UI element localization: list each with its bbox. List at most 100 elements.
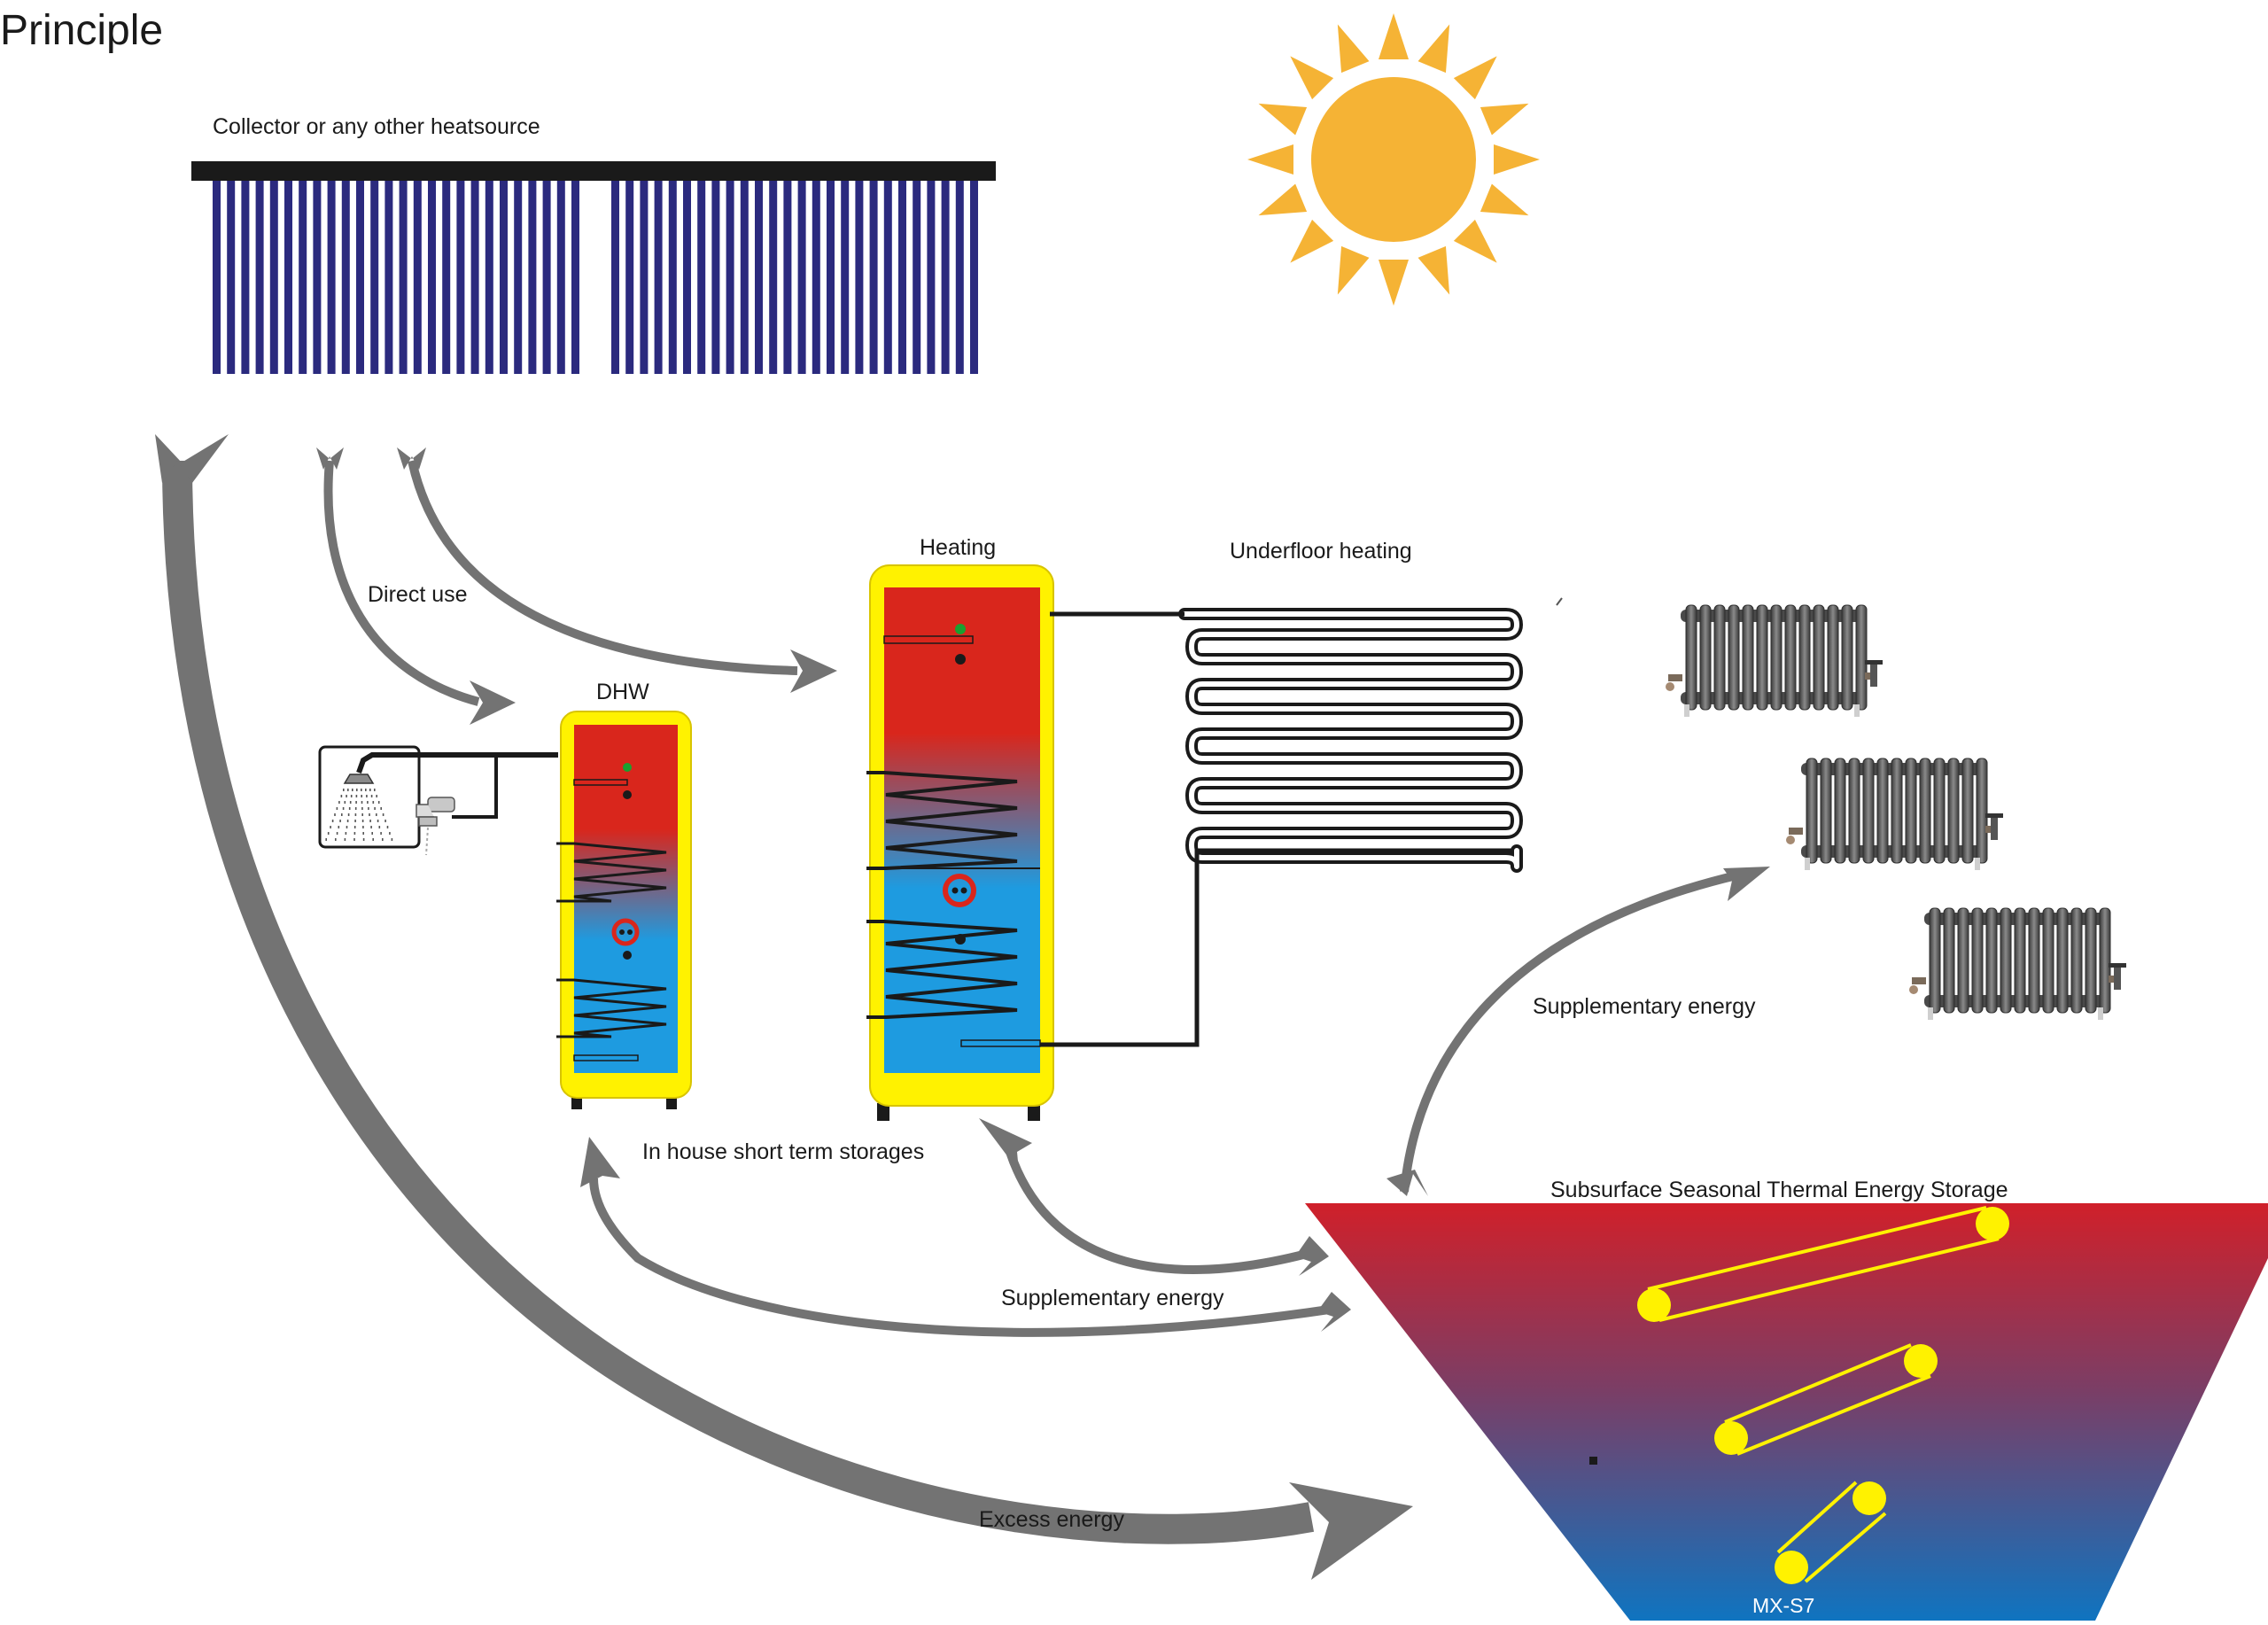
excess-energy-label: Excess energy bbox=[979, 1507, 1124, 1532]
shower-drop bbox=[367, 801, 369, 804]
shower-drop bbox=[378, 826, 381, 828]
collector-tube bbox=[913, 181, 921, 374]
collector-tube bbox=[384, 181, 393, 374]
collector-tube bbox=[668, 181, 677, 374]
shower-drop bbox=[362, 826, 364, 828]
collector-tube bbox=[769, 181, 778, 374]
shower-drop bbox=[338, 826, 340, 828]
shower-drop bbox=[369, 789, 371, 791]
collector-tube bbox=[625, 181, 634, 374]
shower-drop bbox=[356, 789, 358, 791]
collector-tube bbox=[370, 181, 379, 374]
collector-tubes-right bbox=[611, 181, 978, 374]
heating-tank: Heating bbox=[866, 535, 1054, 1121]
supplementary-energy-bottom-label: Supplementary energy bbox=[1001, 1286, 1224, 1310]
shower-drop bbox=[346, 795, 347, 797]
shower-drop bbox=[372, 801, 375, 804]
shower-drop bbox=[340, 795, 343, 797]
collector-tube bbox=[213, 181, 221, 374]
direct-use-arrows bbox=[323, 459, 798, 706]
shower-drop bbox=[368, 807, 369, 810]
shower-drop bbox=[335, 838, 337, 841]
shower-drop bbox=[391, 838, 393, 841]
storage-label: Subsurface Seasonal Thermal Energy Stora… bbox=[1550, 1178, 2008, 1202]
collector-tube bbox=[755, 181, 763, 374]
shower-drop bbox=[341, 813, 343, 816]
shower-drop bbox=[374, 807, 376, 810]
sun-ray bbox=[1258, 103, 1308, 136]
shower-drop bbox=[325, 838, 327, 841]
shower-drop bbox=[361, 820, 364, 822]
shower-drop bbox=[386, 826, 389, 828]
sun-ray bbox=[1379, 13, 1409, 59]
collector-tube bbox=[883, 181, 892, 374]
collector-tube bbox=[269, 181, 278, 374]
collector-tube bbox=[797, 181, 806, 374]
shower-drop bbox=[369, 813, 370, 816]
collector-tube bbox=[442, 181, 451, 374]
sun-ray bbox=[1453, 219, 1497, 263]
sun-ray bbox=[1290, 56, 1334, 100]
shower-drop bbox=[327, 832, 330, 835]
shower-drop bbox=[352, 789, 353, 791]
shower-drop bbox=[362, 832, 364, 835]
collector-tube bbox=[528, 181, 537, 374]
solar-collector: Collector or any other heatsource bbox=[191, 114, 996, 374]
shower-drop bbox=[365, 789, 367, 791]
shower-drop bbox=[382, 838, 384, 841]
collector-tube bbox=[514, 181, 523, 374]
shower-drop bbox=[370, 795, 373, 797]
shower-drop bbox=[361, 789, 362, 791]
in-house-storages-label: In house short term storages bbox=[642, 1139, 924, 1164]
collector-tube bbox=[697, 181, 706, 374]
shower-drop bbox=[355, 801, 357, 804]
collector-tube bbox=[399, 181, 408, 374]
shower-drop bbox=[331, 820, 334, 822]
radiators bbox=[1665, 604, 2127, 1021]
collector-tube bbox=[654, 181, 663, 374]
collector-tube bbox=[470, 181, 479, 374]
collector-tube bbox=[500, 181, 508, 374]
collector-tube bbox=[955, 181, 964, 374]
shower-drop bbox=[347, 813, 350, 816]
shower-drop bbox=[376, 813, 377, 816]
collector-tube bbox=[556, 181, 565, 374]
collector-tube bbox=[542, 181, 551, 374]
shower-drop bbox=[353, 832, 356, 835]
shower-drop bbox=[350, 795, 353, 797]
shower-drop bbox=[376, 795, 377, 797]
collector-tube bbox=[898, 181, 906, 374]
collector-tube bbox=[855, 181, 864, 374]
shower-drop bbox=[330, 826, 331, 828]
shower-drop bbox=[389, 832, 391, 835]
shower-drop bbox=[377, 801, 380, 804]
shower-drop bbox=[369, 820, 371, 822]
shower-drop bbox=[334, 813, 336, 816]
tap-icon bbox=[416, 797, 455, 856]
shower-drop bbox=[370, 826, 372, 828]
shower-drop bbox=[361, 795, 362, 797]
heating-label: Heating bbox=[920, 535, 996, 560]
collector-tube bbox=[428, 181, 436, 374]
shower-drop bbox=[361, 807, 363, 810]
dhw-label: DHW bbox=[596, 680, 649, 704]
shower-drop bbox=[353, 826, 356, 828]
collector-tube bbox=[812, 181, 820, 374]
radiator-icon bbox=[1908, 907, 2127, 1021]
collector-tube bbox=[356, 181, 364, 374]
collector-tube bbox=[827, 181, 835, 374]
collector-tube bbox=[227, 181, 236, 374]
shower-drop bbox=[355, 795, 358, 797]
supplementary-arrows bbox=[589, 871, 1738, 1337]
shower-drop bbox=[354, 813, 357, 816]
collector-tube bbox=[299, 181, 307, 374]
shower-drop bbox=[361, 813, 363, 816]
shower-drop bbox=[336, 807, 338, 810]
collector-tube bbox=[456, 181, 465, 374]
dhw-tank: DHW bbox=[556, 680, 692, 1109]
collector-tube bbox=[241, 181, 250, 374]
storage-probes bbox=[1647, 1206, 2000, 1583]
shower-drop bbox=[342, 807, 345, 810]
